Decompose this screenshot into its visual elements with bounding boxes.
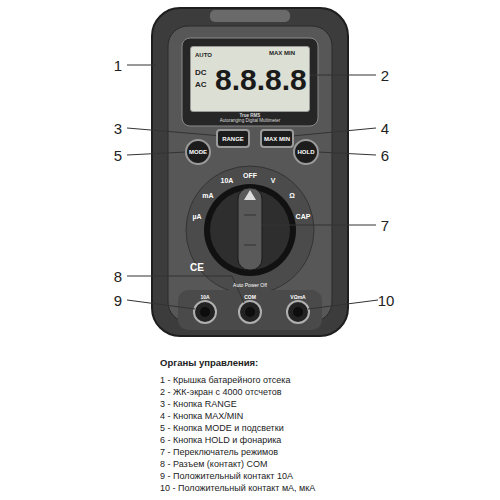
jack-hole [200, 307, 210, 317]
dial-label: V [271, 177, 276, 184]
callout-number: 5 [114, 148, 122, 163]
button-label: MAX MIN [264, 136, 290, 142]
leader-line [262, 225, 376, 226]
dial-plate [186, 166, 314, 294]
knob-groove [244, 245, 256, 246]
knob-ring [204, 184, 296, 276]
jack-label: VΩmA [290, 295, 305, 300]
dial-label: OFF [243, 172, 257, 179]
callout-number: 1 [114, 58, 122, 73]
button-label: HOLD [298, 149, 315, 155]
button-label: RANGE [222, 136, 244, 142]
knob-pointer [244, 190, 256, 200]
callout-number: 10 [378, 293, 395, 308]
leader-line [127, 276, 244, 303]
leader-line [310, 75, 376, 76]
leader-line [292, 128, 376, 136]
button-label: MODE [189, 149, 207, 155]
model-text: True RMS [240, 114, 261, 119]
jack-label: COM [244, 295, 256, 300]
holster [152, 8, 348, 336]
dial-label: µA [192, 213, 201, 220]
list-item: 7 - Переключатель режимов [160, 448, 278, 457]
dial-label: 10A [221, 177, 234, 184]
callout-number: 9 [114, 293, 122, 308]
knob-groove [244, 215, 256, 216]
jack-label: 10A [200, 295, 209, 300]
knob-handle [238, 188, 262, 270]
model-text: Autoranging Digital Multimeter [220, 119, 280, 124]
range-button: RANGE [216, 129, 250, 148]
lcd-digits: 8.8.8.8 [215, 65, 307, 95]
leader-line [318, 152, 376, 155]
auto-off-note: Auto Power Off [233, 283, 267, 288]
callout-number: 7 [381, 218, 389, 233]
callout-number: 4 [381, 121, 389, 136]
leader-line [127, 128, 222, 136]
list-item: 9 - Положительный контакт 10А [160, 472, 293, 481]
top-grip [210, 10, 290, 22]
dial-label: CAP [296, 213, 311, 220]
list-item: 4 - Кнопка MAX/MIN [160, 412, 243, 421]
lcd-screen: AUTO MAX MIN DC AC 8.8.8.8 [190, 46, 310, 112]
callout-number: 8 [114, 269, 122, 284]
leader-line [127, 300, 195, 309]
list-item: 1 - Крышка батарейного отсека [160, 376, 290, 385]
front-panel [168, 26, 332, 322]
jack-hole [245, 307, 255, 317]
jack [239, 301, 261, 323]
dial-label: Ω [289, 192, 295, 199]
callout-number: 6 [381, 148, 389, 163]
leader-line [308, 300, 378, 309]
list-item: 3 - Кнопка RANGE [160, 400, 237, 409]
callout-number: 3 [114, 121, 122, 136]
callout-number: 2 [381, 68, 389, 83]
ce-mark: CE [190, 263, 204, 273]
maxmin-button: MAX MIN [260, 129, 294, 148]
list-item: 2 - ЖК-экран с 4000 отсчетов [160, 388, 282, 397]
lcd-indicator: MAX MIN [269, 50, 295, 56]
lcd-indicator: DC [195, 69, 207, 77]
jack [194, 301, 216, 323]
list-item: 10 - Положительный контакт мА, мкА [160, 484, 315, 493]
list-heading: Органы управления: [160, 358, 258, 368]
leader-line [127, 65, 156, 66]
lcd-indicator: AUTO [195, 52, 212, 58]
hold-button: HOLD [293, 139, 319, 165]
jack [287, 301, 309, 323]
leader-line [127, 152, 186, 155]
list-item: 8 - Разъем (контакт) COM [160, 460, 268, 469]
dial-label: mA [202, 192, 213, 199]
jack-hole [293, 307, 303, 317]
mode-button: MODE [185, 139, 211, 165]
lcd-indicator: AC [195, 81, 207, 89]
list-item: 6 - Кнопка HOLD и фонарика [160, 436, 281, 445]
jack-area [178, 290, 322, 330]
lcd-bezel [182, 38, 318, 126]
list-item: 5 - Кнопка MODE и подсветки [160, 424, 284, 433]
